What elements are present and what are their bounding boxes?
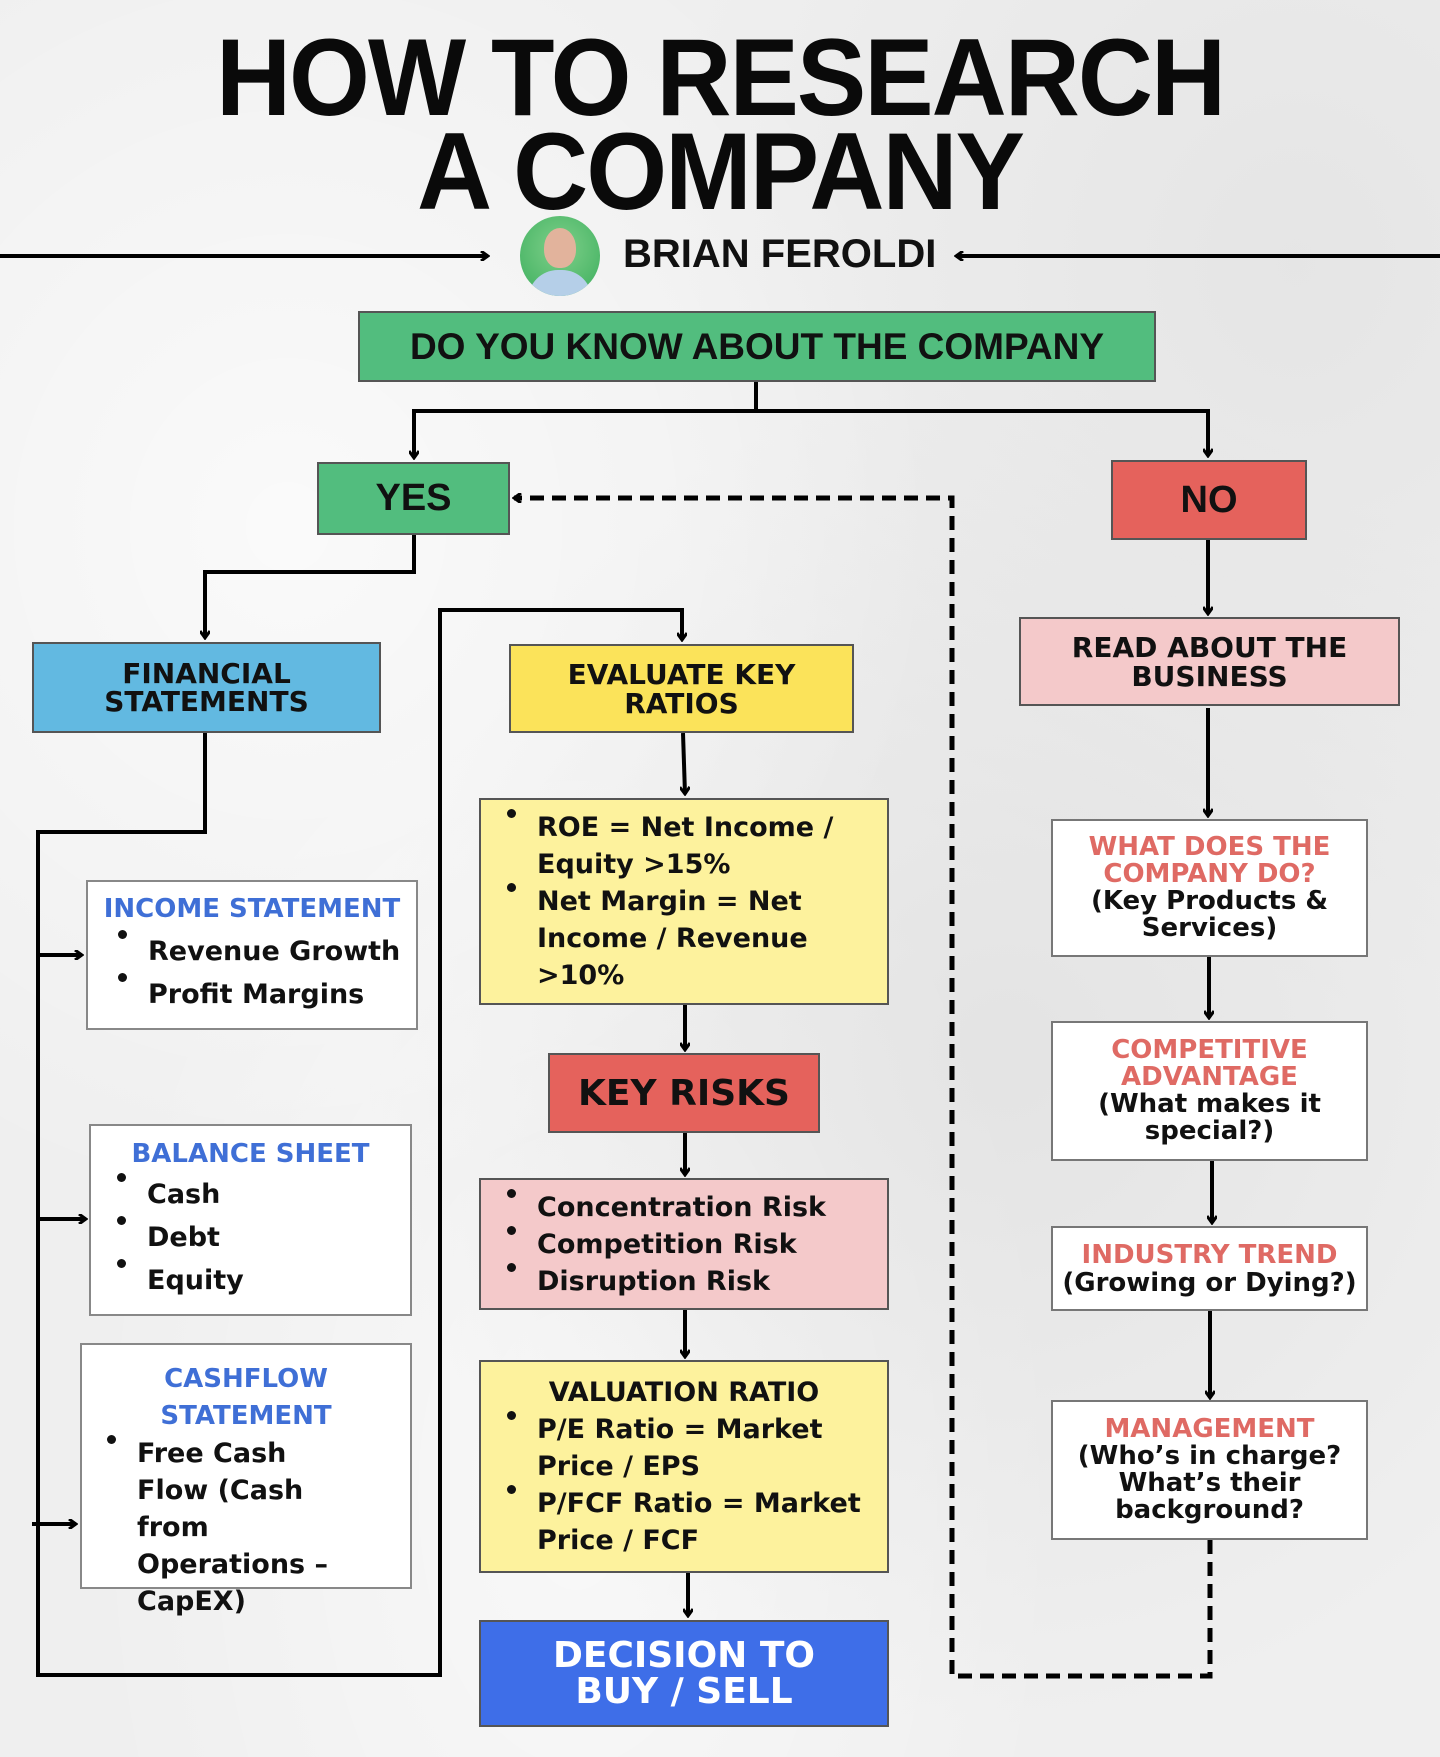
income-statement-title: INCOME STATEMENT: [103, 894, 401, 924]
read-business-node[interactable]: READ ABOUT THE BUSINESS: [1019, 617, 1400, 706]
balance-sheet-list: Cash Debt Equity: [91, 1172, 410, 1302]
management-sub-line2: What’s their: [1118, 1468, 1301, 1498]
industry-trend-sub: (Growing or Dying?): [1062, 1267, 1357, 1298]
list-item: Revenue Growth: [118, 930, 416, 973]
what-company-does-node[interactable]: WHAT DOES THE COMPANY DO? (Key Products …: [1051, 819, 1368, 957]
list-item: P/FCF Ratio = Market Price / FCF: [507, 1485, 879, 1559]
what-company-title-line2: COMPANY DO?: [1103, 859, 1316, 889]
start-node-label: DO YOU KNOW ABOUT THE COMPANY: [409, 325, 1105, 367]
dashed-loop-to-yes: [514, 498, 1213, 1679]
valuation-node[interactable]: VALUATION RATIO P/E Ratio = Market Price…: [479, 1360, 889, 1573]
key-risks-label: KEY RISKS: [578, 1072, 790, 1114]
list-item: Debt: [117, 1215, 410, 1259]
list-item: Cash: [117, 1172, 410, 1216]
ratios-node[interactable]: ROE = Net Income / Equity >15% Net Margi…: [479, 798, 889, 1005]
income-statement-list: Revenue Growth Profit Margins: [88, 930, 416, 1016]
avatar-shirt: [528, 270, 592, 296]
author-name: BRIAN FEROLDI: [623, 232, 937, 276]
competitive-title-line2: ADVANTAGE: [1121, 1062, 1298, 1092]
yes-node[interactable]: YES: [317, 462, 510, 535]
management-sub-line3: background?: [1115, 1495, 1304, 1525]
list-item: Concentration Risk: [507, 1188, 887, 1226]
list-item: Free Cash Flow (Cash from Operations – C…: [107, 1435, 350, 1620]
page-title-line1: HOW TO RESEARCH: [215, 17, 1226, 139]
no-label: NO: [1180, 478, 1238, 521]
competitive-advantage-node[interactable]: COMPETITIVE ADVANTAGE (What makes it spe…: [1051, 1021, 1368, 1161]
competitive-sub-line1: (What makes it: [1098, 1089, 1321, 1119]
income-statement-node[interactable]: INCOME STATEMENT Revenue Growth Profit M…: [86, 880, 418, 1030]
read-business-line2: BUSINESS: [1131, 659, 1288, 693]
list-item: Profit Margins: [118, 973, 416, 1016]
management-node[interactable]: MANAGEMENT (Who’s in charge? What’s thei…: [1051, 1400, 1368, 1540]
cashflow-title-line2: STATEMENT: [160, 1401, 332, 1431]
what-company-sub-line1: (Key Products &: [1090, 886, 1329, 916]
key-risks-node[interactable]: KEY RISKS: [548, 1053, 820, 1133]
start-node[interactable]: DO YOU KNOW ABOUT THE COMPANY: [358, 311, 1156, 382]
ratios-list: ROE = Net Income / Equity >15% Net Margi…: [481, 809, 887, 994]
decision-node[interactable]: DECISION TO BUY / SELL: [479, 1620, 889, 1727]
cashflow-statement-node[interactable]: CASHFLOW STATEMENT Free Cash Flow (Cash …: [80, 1343, 412, 1617]
balance-sheet-node[interactable]: BALANCE SHEET Cash Debt Equity: [89, 1124, 412, 1316]
evaluate-ratios-line1: EVALUATE KEY: [567, 657, 796, 691]
risks-list-node[interactable]: Concentration Risk Competition Risk Disr…: [479, 1178, 889, 1310]
yes-label: YES: [375, 477, 452, 519]
what-company-sub-line2: Services): [1141, 913, 1278, 943]
what-company-title-line1: WHAT DOES THE: [1088, 832, 1331, 862]
connector-to-yes: [414, 409, 1208, 458]
list-item: Equity: [117, 1258, 410, 1302]
decision-line1: DECISION TO: [552, 1634, 816, 1676]
list-item: ROE = Net Income / Equity >15%: [507, 809, 877, 883]
industry-trend-node[interactable]: INDUSTRY TREND (Growing or Dying?): [1051, 1226, 1368, 1311]
avatar-head: [544, 228, 576, 268]
competitive-sub-line2: special?): [1144, 1116, 1275, 1146]
management-title: MANAGEMENT: [1104, 1414, 1315, 1444]
financial-statements-node[interactable]: FINANCIAL STATEMENTS: [32, 642, 381, 733]
connector-ratios: [683, 732, 685, 794]
industry-trend-title: INDUSTRY TREND: [1081, 1239, 1338, 1270]
list-item: Net Margin = Net Income / Revenue >10%: [507, 883, 877, 994]
evaluate-ratios-line2: RATIOS: [624, 686, 739, 720]
connector-financial-bus: [36, 608, 682, 1677]
competitive-title-line1: COMPETITIVE: [1111, 1035, 1308, 1065]
no-node[interactable]: NO: [1111, 460, 1307, 540]
valuation-list: P/E Ratio = Market Price / EPS P/FCF Rat…: [481, 1411, 887, 1559]
decision-line2: BUY / SELL: [575, 1670, 793, 1712]
list-item: P/E Ratio = Market Price / EPS: [507, 1411, 879, 1485]
author-avatar: [520, 216, 600, 296]
list-item: Competition Risk: [507, 1225, 887, 1263]
management-sub-line1: (Who’s in charge?: [1077, 1441, 1342, 1471]
cashflow-title-line1: CASHFLOW: [164, 1364, 328, 1394]
read-business-line1: READ ABOUT THE: [1071, 630, 1348, 664]
valuation-title: VALUATION RATIO: [548, 1377, 820, 1408]
page-title-line2: A COMPANY: [417, 111, 1025, 233]
list-item: Disruption Risk: [507, 1262, 887, 1300]
cashflow-list: Free Cash Flow (Cash from Operations – C…: [82, 1435, 410, 1620]
evaluate-ratios-node[interactable]: EVALUATE KEY RATIOS: [509, 644, 854, 733]
risks-list: Concentration Risk Competition Risk Disr…: [481, 1188, 887, 1300]
connector-yes-financial: [205, 535, 416, 638]
financial-statements-line1: FINANCIAL: [122, 656, 291, 690]
financial-statements-line2: STATEMENTS: [104, 684, 309, 718]
balance-sheet-title: BALANCE SHEET: [131, 1138, 370, 1169]
